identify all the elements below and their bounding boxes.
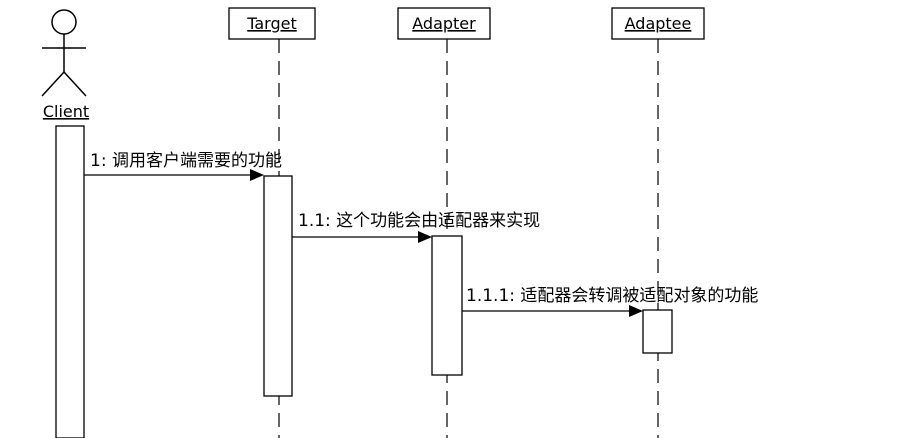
message-1-label: 1: 调用客户端需要的功能	[90, 151, 282, 171]
client-label: Client	[43, 102, 89, 121]
client-actor	[41, 9, 87, 97]
adaptee-activation	[642, 309, 673, 354]
adapter-label: Adapter	[412, 14, 476, 33]
actor-left-leg	[41, 71, 65, 97]
adapter-activation	[431, 235, 463, 376]
target-label: Target	[246, 14, 297, 33]
target-header-box	[228, 7, 316, 40]
adapter-header-box	[397, 7, 491, 40]
actor-head	[51, 9, 77, 35]
adaptee-header-box	[611, 7, 705, 40]
message-3-label: 1.1.1: 适配器会转调被适配对象的功能	[466, 286, 758, 306]
message-3-arrowhead	[629, 305, 643, 317]
message-2-arrowhead	[418, 231, 432, 243]
message-2-label: 1.1: 这个功能会由适配器来实现	[298, 211, 540, 231]
message-1-arrowhead	[250, 169, 264, 181]
target-activation	[263, 175, 293, 397]
client-activation	[55, 125, 85, 438]
actor-right-leg	[63, 71, 87, 97]
adaptee-label: Adaptee	[625, 14, 692, 33]
